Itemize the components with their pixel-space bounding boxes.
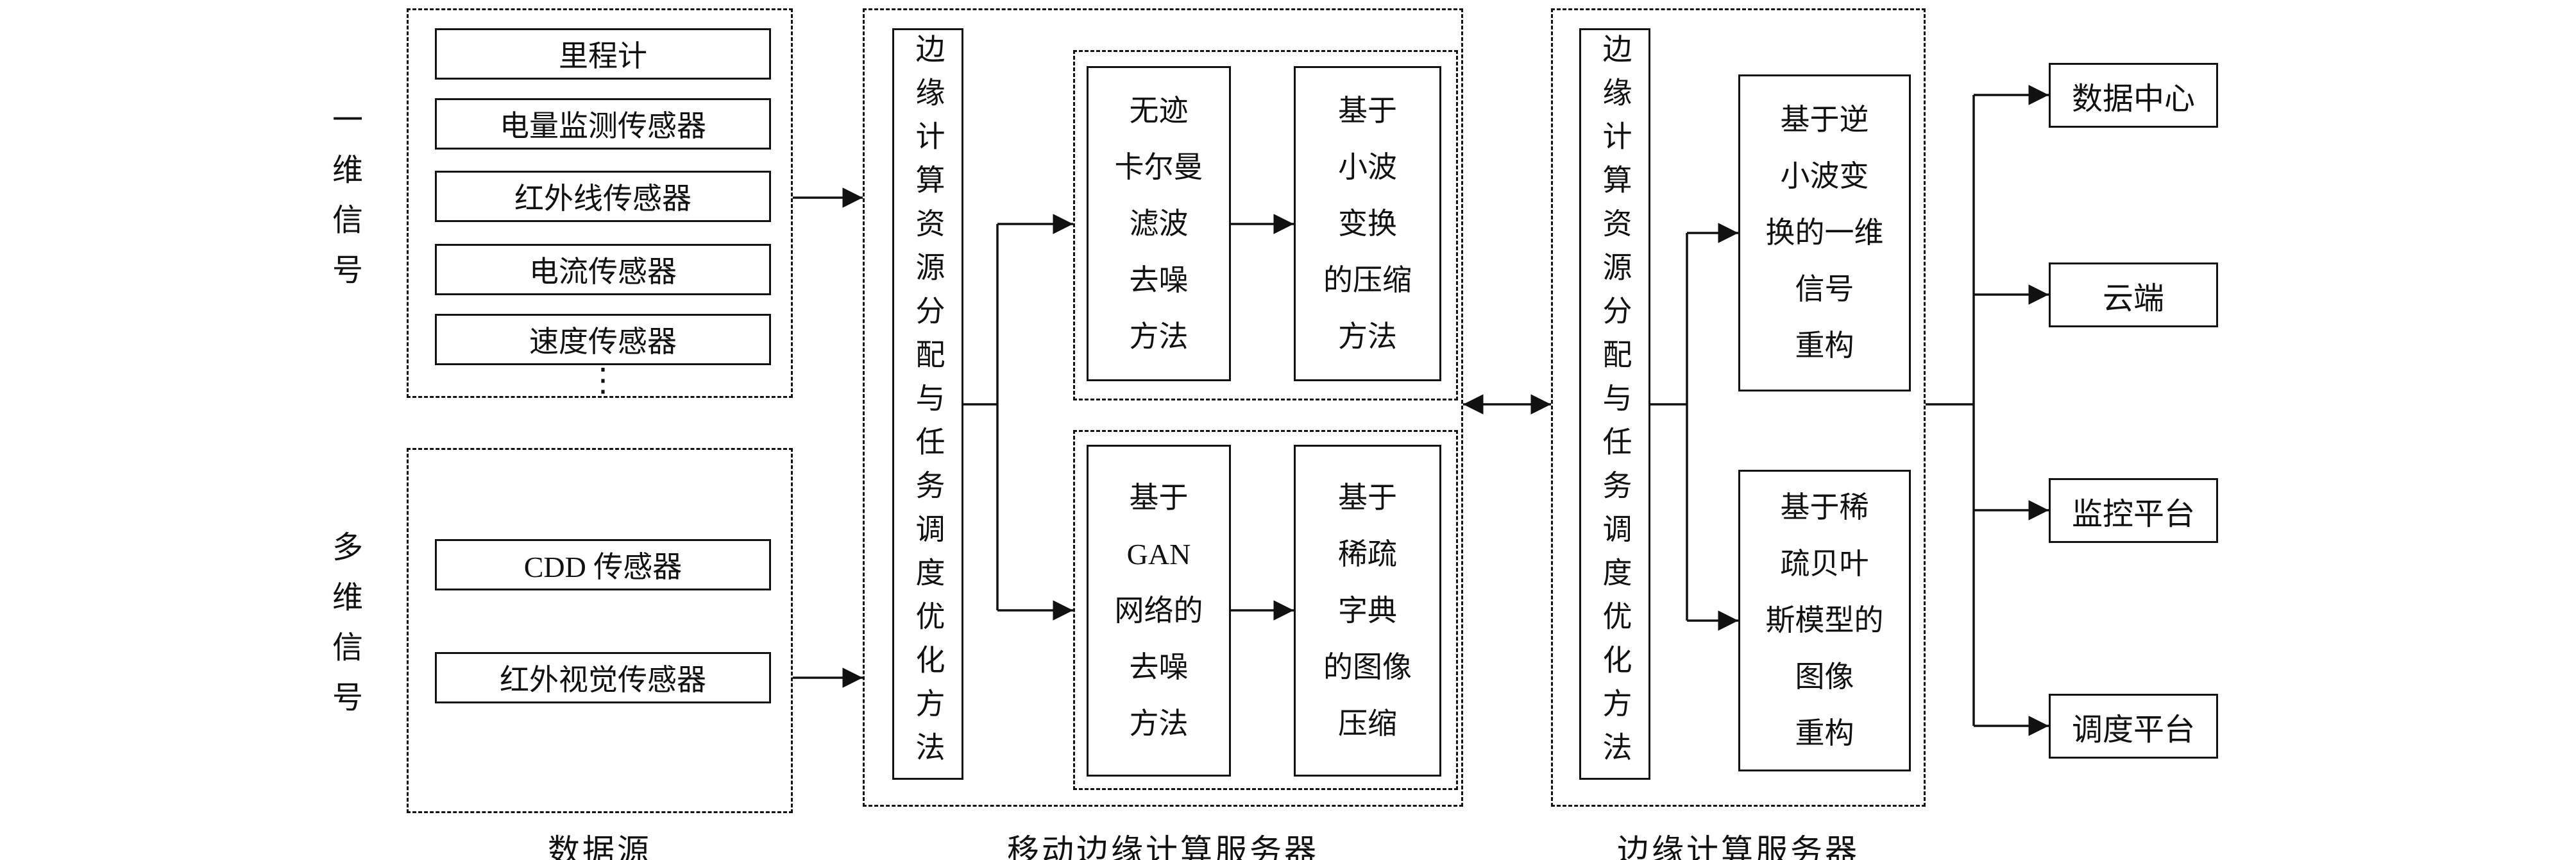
one-dim-sensor-group (407, 8, 793, 398)
signal-pipeline-group (1073, 50, 1458, 400)
sensor-box: 电流传感器 (435, 244, 771, 295)
sensor-box: CDD 传感器 (435, 539, 771, 590)
ellipsis: ⋮ (587, 362, 619, 398)
output-box-data-center: 数据中心 (2049, 63, 2218, 128)
edge-scheduler-text: 边缘计算资源分配与任务调度优化方法 (1598, 33, 1632, 775)
edge-server-box (1551, 8, 1926, 807)
sensor-box: 电量监测传感器 (435, 98, 771, 150)
wavelet-compression-box: 基于 小波 变换 的压缩 方法 (1294, 66, 1441, 381)
mobile-edge-server-caption: 移动边缘计算服务器 (1007, 833, 1319, 860)
inverse-wavelet-reconstruction-box: 基于逆 小波变 换的一维 信号 重构 (1738, 74, 1911, 391)
ukf-denoise-box: 无迹 卡尔曼 滤波 去噪 方法 (1087, 66, 1231, 381)
multi-dim-signal-label-text: 多维信号 (327, 530, 361, 731)
edge-scheduler-box: 边缘计算资源分配与任务调度优化方法 (1579, 28, 1650, 780)
sparse-dictionary-compression-box: 基于 稀疏 字典 的图像 压缩 (1294, 445, 1441, 777)
output-box-dispatch-platform: 调度平台 (2049, 694, 2218, 759)
edge-server-caption: 边缘计算服务器 (1617, 833, 1860, 860)
multi-dim-sensor-group (407, 448, 793, 813)
multi-dim-signal-label: 多维信号 (318, 448, 369, 813)
mobile-scheduler-box: 边缘计算资源分配与任务调度优化方法 (892, 28, 963, 780)
mobile-scheduler-text: 边缘计算资源分配与任务调度优化方法 (911, 33, 945, 775)
one-dim-signal-label-text: 一维信号 (327, 103, 361, 304)
output-box-monitoring-platform: 监控平台 (2049, 478, 2218, 543)
sparse-bayesian-reconstruction-box: 基于稀 疏贝叶 斯模型的 图像 重构 (1738, 470, 1911, 771)
sensor-box: 红外线传感器 (435, 171, 771, 222)
gan-denoise-box: 基于 GAN 网络的 去噪 方法 (1087, 445, 1231, 777)
sensor-box: 速度传感器 (435, 314, 771, 365)
image-pipeline-group (1073, 430, 1458, 790)
mobile-edge-server-box (863, 8, 1463, 807)
output-fanout-line (1926, 95, 1975, 726)
sensor-box: 里程计 (435, 28, 771, 80)
one-dim-signal-label: 一维信号 (318, 8, 369, 398)
data-source-caption: 数据源 (548, 833, 652, 860)
output-box-cloud: 云端 (2049, 262, 2218, 327)
sensor-box: 红外视觉传感器 (435, 652, 771, 703)
